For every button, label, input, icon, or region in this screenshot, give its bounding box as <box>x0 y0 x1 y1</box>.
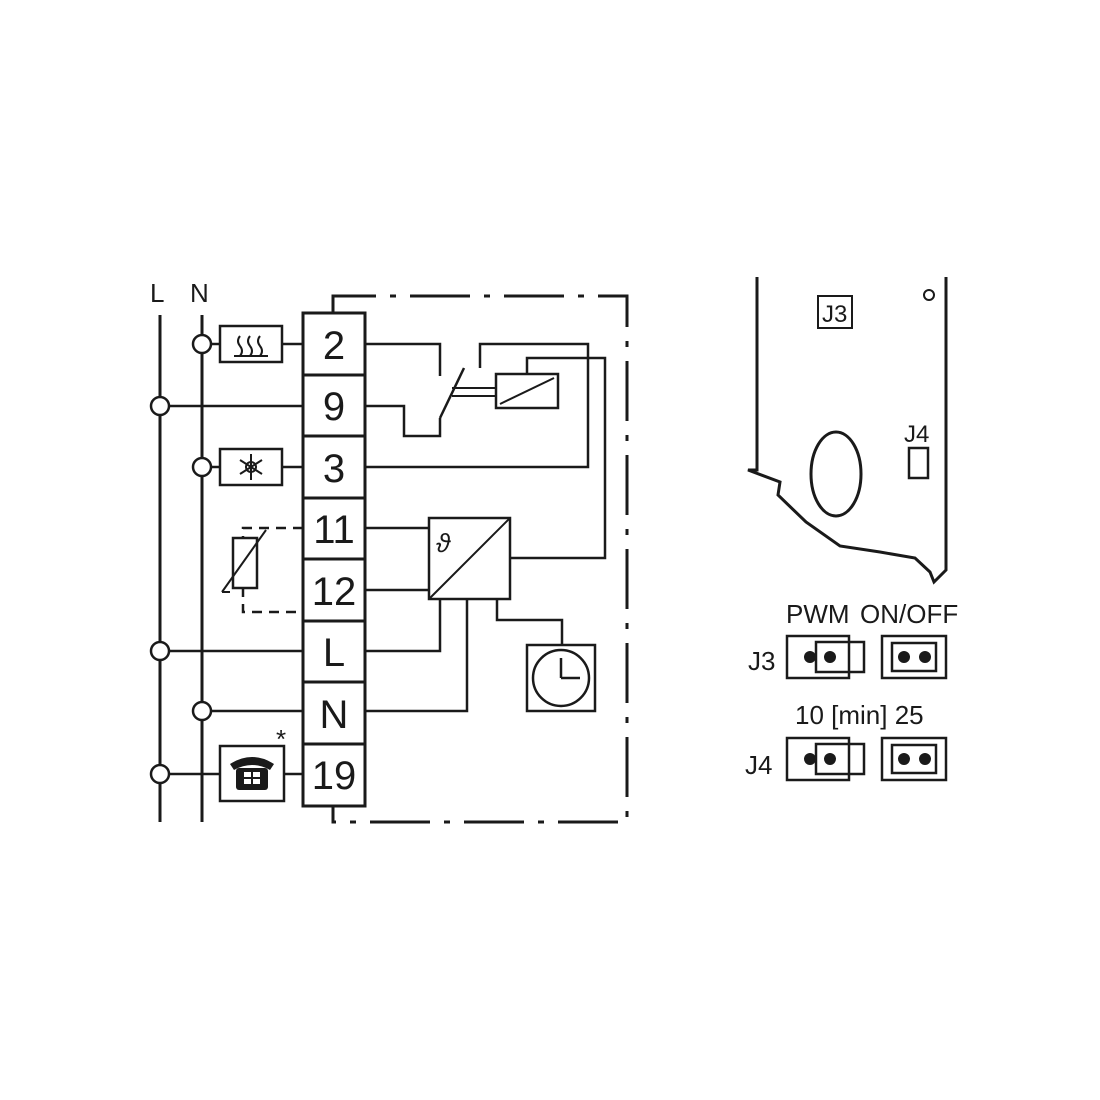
jumper-j3-settings: PWM ON/OFF J3 <box>748 599 958 680</box>
j4-25min-header <box>880 736 948 782</box>
terminal-block: 2 9 3 11 12 L N 19 <box>301 311 367 808</box>
board-cutout <box>809 430 863 518</box>
telephone-footnote-mark: * <box>276 724 286 754</box>
heating-icon <box>234 335 268 357</box>
clock-icon <box>531 648 591 708</box>
terminal-12: 12 <box>312 570 357 614</box>
rail-l-label: L <box>150 278 164 308</box>
j4-10min-header <box>785 736 851 782</box>
rail-n-label: N <box>190 278 209 308</box>
terminal-9: 9 <box>323 385 345 429</box>
housing-outline <box>331 294 629 824</box>
internal-circuit: ϑ <box>365 342 607 713</box>
board-j4-tag: J4 <box>904 421 929 448</box>
jumper-j4-settings: 10 [min] 25 J4 <box>745 700 948 782</box>
heating-output <box>191 324 303 364</box>
snowflake-icon <box>239 454 263 480</box>
supply-to-terminal-l <box>149 640 303 662</box>
j3-option-pwm: PWM <box>786 599 850 629</box>
board-mount-hole <box>923 289 935 301</box>
j3-label: J3 <box>748 646 775 676</box>
terminal-3: 3 <box>323 447 345 491</box>
relay-contact <box>438 367 466 419</box>
supply-rails: L N <box>150 278 209 822</box>
neutral-to-terminal-n <box>191 700 303 722</box>
j3-onoff-header <box>880 634 948 680</box>
board-j3-tag: J3 <box>822 301 847 328</box>
terminal-2: 2 <box>323 324 345 368</box>
terminal-11: 11 <box>313 508 355 552</box>
telephone-input: * <box>149 724 303 803</box>
j4-10min-jumper-cap <box>814 742 866 776</box>
theta-symbol: ϑ <box>436 528 451 558</box>
j3-option-onoff: ON/OFF <box>860 599 958 629</box>
ntc-sensor-icon <box>231 536 259 590</box>
j4-options-text: 10 [min] 25 <box>795 700 924 730</box>
terminal-l: L <box>323 631 345 675</box>
terminal-19: 19 <box>312 754 357 798</box>
sensor-input <box>221 526 303 614</box>
j3-pwm-header <box>785 634 851 680</box>
supply-to-terminal-9 <box>149 395 303 417</box>
board-outline <box>747 277 948 585</box>
j3-pwm-jumper-cap <box>814 640 866 674</box>
j4-label: J4 <box>745 750 772 780</box>
cooling-output <box>191 447 303 487</box>
j4-25min-jumper-cap <box>890 743 938 775</box>
circuit-board: J3 J4 <box>747 277 948 585</box>
board-j3-outline <box>817 295 853 329</box>
board-j4-jumper <box>907 446 930 480</box>
telephone-icon <box>230 757 274 790</box>
terminal-n: N <box>320 693 349 737</box>
j3-onoff-jumper-cap <box>890 641 938 673</box>
